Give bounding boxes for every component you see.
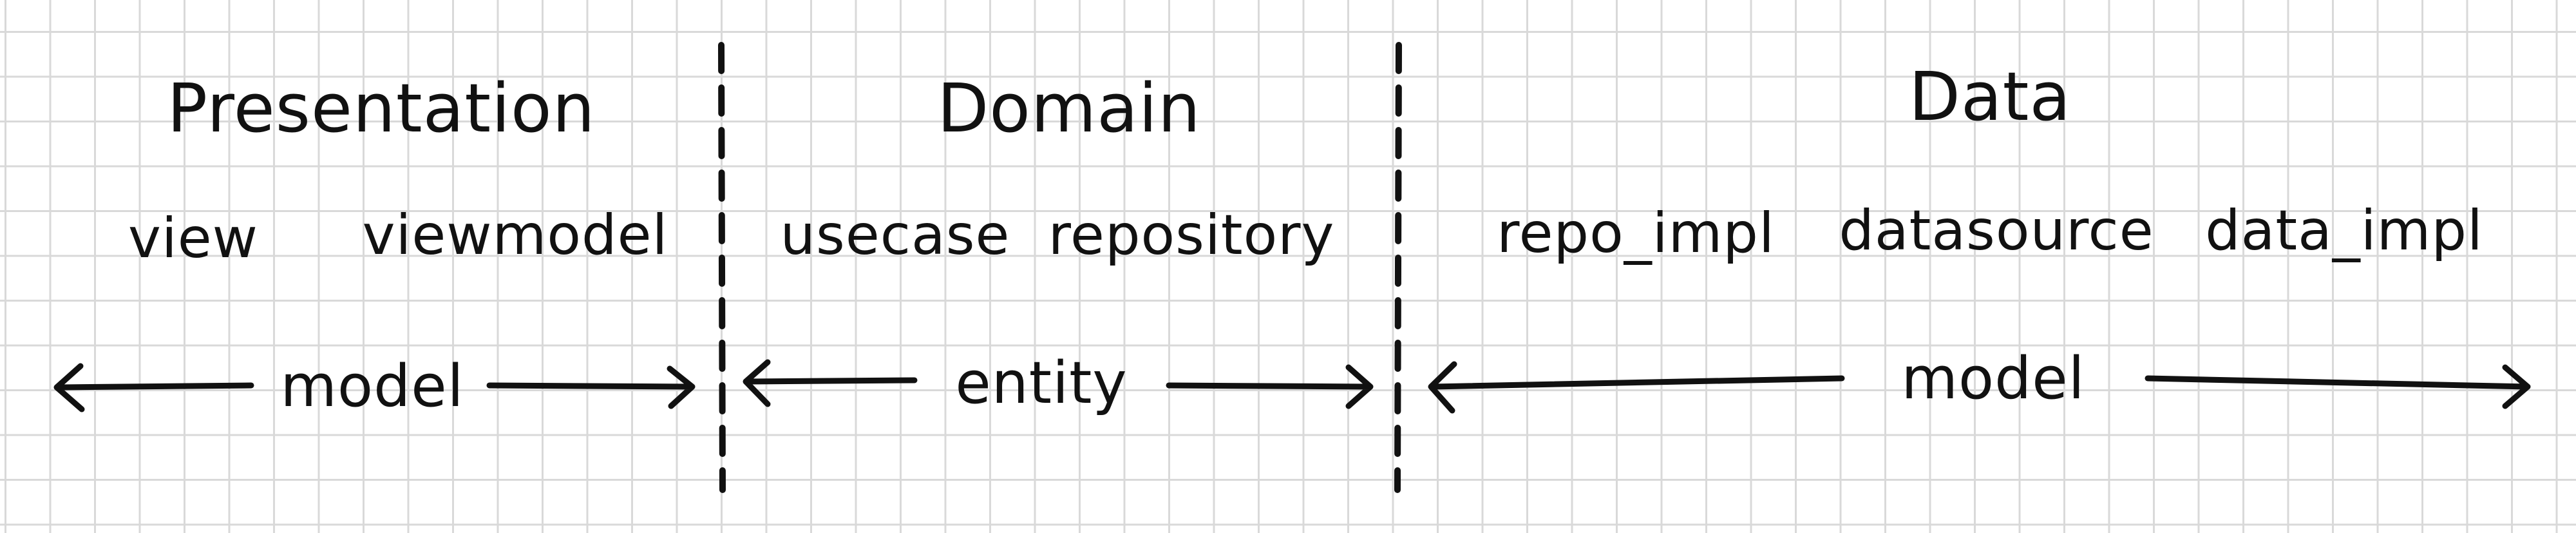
layer-separator-domain-data xyxy=(1394,42,1402,493)
presentation-arrow-right xyxy=(486,365,696,409)
component-viewmodel: viewmodel xyxy=(362,203,668,267)
component-view: view xyxy=(128,206,259,271)
flow-label-presentation: model xyxy=(280,353,464,420)
flow-label-data: model xyxy=(1901,345,2085,412)
component-repo-impl: repo_impl xyxy=(1497,201,1775,266)
layer-separator-presentation-domain xyxy=(718,42,726,493)
domain-arrow-right xyxy=(1166,364,1374,409)
presentation-arrow-left xyxy=(53,363,254,412)
layer-title-data: Data xyxy=(1908,57,2072,136)
data-arrow-left xyxy=(1428,361,1845,414)
component-usecase: usecase xyxy=(780,203,1010,267)
component-datasource: datasource xyxy=(1839,199,2154,263)
data-arrow-right xyxy=(2145,364,2531,409)
layer-title-domain: Domain xyxy=(937,69,1201,148)
flow-label-domain: entity xyxy=(955,349,1128,417)
component-data-impl: data_impl xyxy=(2205,199,2483,263)
layer-title-presentation: Presentation xyxy=(167,69,596,148)
component-repository: repository xyxy=(1048,203,1335,267)
domain-arrow-left xyxy=(743,359,918,407)
